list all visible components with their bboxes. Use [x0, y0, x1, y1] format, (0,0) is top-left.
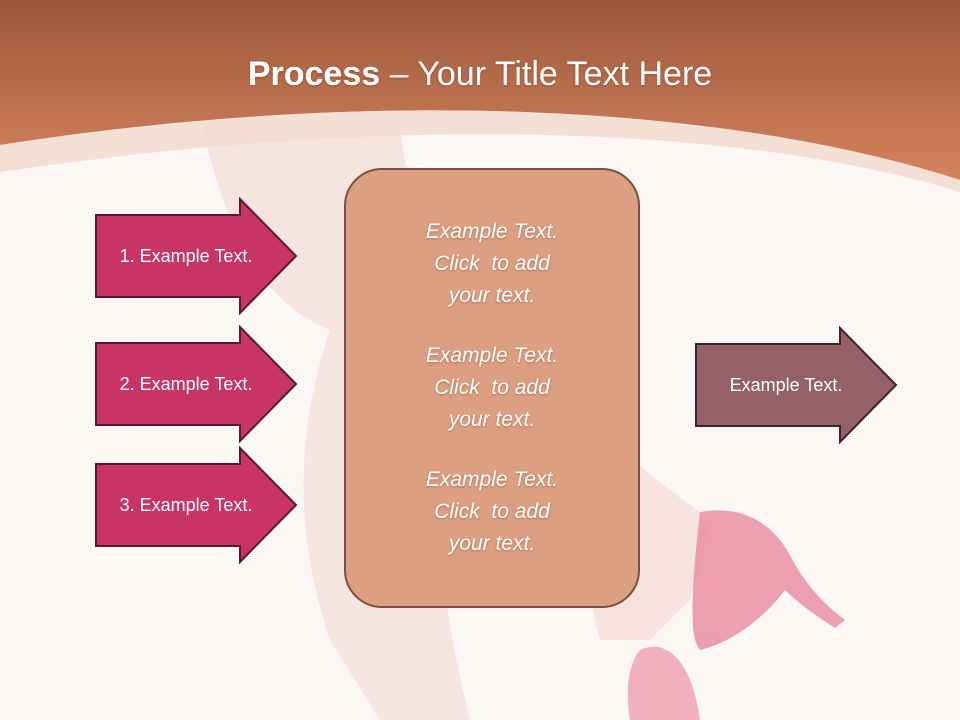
paragraph-line: Click to add	[434, 376, 550, 399]
paragraph-line: your text.	[448, 284, 536, 307]
paragraph-line: Click to add	[434, 500, 550, 523]
arrow-right-icon	[695, 326, 898, 444]
input-arrow-1[interactable]: 1. Example Text.	[94, 197, 298, 315]
paragraph-line: Example Text.	[425, 344, 559, 367]
title-bold: Process	[247, 55, 381, 93]
slide-title[interactable]: Process – Your Title Text Here	[0, 52, 960, 96]
paragraph-line: Example Text.	[425, 220, 559, 243]
output-arrow-label: Example Text.	[729, 374, 843, 395]
title-rest: – Your Title Text Here	[380, 55, 713, 93]
process-paragraph: Example Text. Click to add your text.	[372, 340, 612, 436]
process-paragraph: Example Text. Click to add your text.	[372, 216, 612, 312]
input-arrow-label: 1. Example Text.	[119, 245, 253, 266]
arrow-right-icon	[95, 197, 298, 315]
input-arrow-label: 3. Example Text.	[119, 494, 253, 515]
paragraph-line: your text.	[448, 408, 536, 431]
shoe-image	[627, 510, 845, 720]
process-box[interactable]: Example Text. Click to add your text. Ex…	[344, 168, 640, 608]
output-arrow[interactable]: Example Text.	[694, 326, 898, 444]
input-arrow-2[interactable]: 2. Example Text.	[94, 325, 298, 443]
input-arrow-label: 2. Example Text.	[119, 373, 253, 394]
input-arrow-3[interactable]: 3. Example Text.	[94, 446, 298, 564]
paragraph-line: Click to add	[434, 252, 550, 275]
arrow-right-icon	[95, 325, 298, 443]
paragraph-line: Example Text.	[425, 468, 559, 491]
arrow-right-icon	[95, 446, 298, 564]
paragraph-line: your text.	[448, 532, 536, 555]
process-paragraph: Example Text. Click to add your text.	[372, 464, 612, 560]
